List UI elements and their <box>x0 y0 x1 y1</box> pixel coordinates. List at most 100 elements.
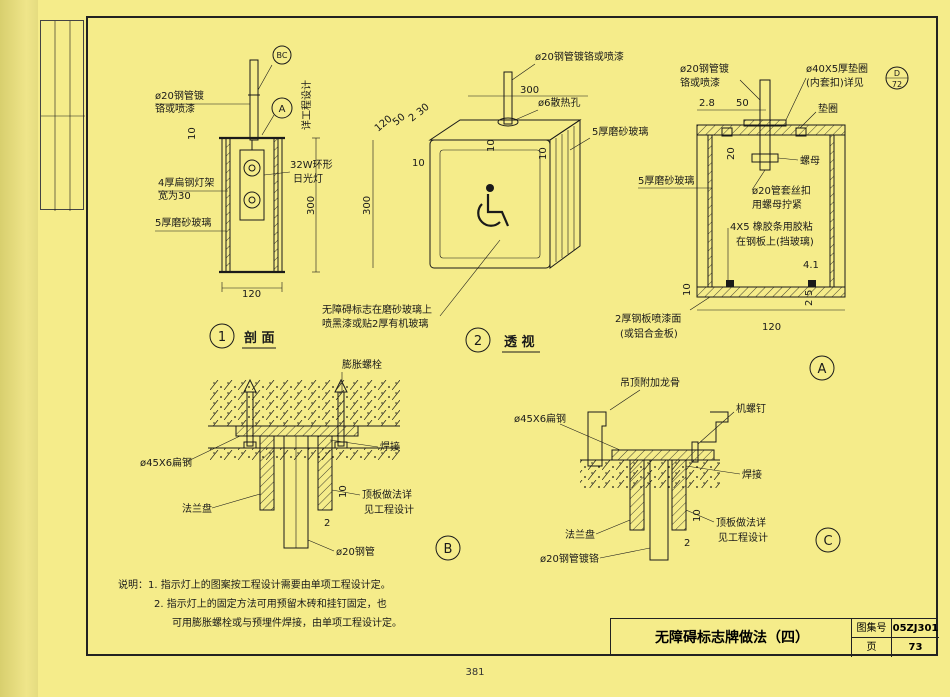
b-label-ceiling-2: 见工程设计 <box>364 503 414 516</box>
dim-300-top: 300 <box>520 85 539 96</box>
b-dim-2: 2 <box>324 518 330 529</box>
drawing-frame <box>86 16 938 656</box>
b-label-bolt: 膨胀螺栓 <box>342 358 382 371</box>
label-glass-2: 5厚磨砂玻璃 <box>592 125 648 138</box>
a-label-pipe-2: 铬或喷漆 <box>680 76 720 89</box>
dim-120: 120 <box>242 289 261 300</box>
c-dim-10: 10 <box>692 509 703 522</box>
a-label-washer: ø40X5厚垫圈 <box>806 62 868 75</box>
detail-2-perspective: 300 300 120 50 2 30 10 10 10 ø20钢管镀铬或喷漆 … <box>322 50 648 353</box>
a-label-thread-2: 用螺母拧紧 <box>752 198 802 211</box>
a-ref-top: D <box>894 69 900 78</box>
detail-c-mark-circle <box>815 527 841 553</box>
drawing-title: 无障碍标志牌做法（四） <box>655 630 809 646</box>
signature-column <box>40 20 85 211</box>
a-label-plate: 2厚钢板喷漆面 <box>615 312 681 325</box>
dim-300: 300 <box>306 196 317 215</box>
dim-10-right: 10 <box>538 147 549 160</box>
label-pipe: ø20钢管镀 <box>155 89 204 102</box>
b-label-weld: 焊接 <box>380 440 400 453</box>
page-label: 页 <box>851 638 891 657</box>
a-label-washer-2: (内套扣)详见 <box>806 76 864 89</box>
page-value: 73 <box>891 638 939 657</box>
a-dim-20: 20 <box>726 147 737 160</box>
lamp-box-outline <box>221 137 283 273</box>
c-label-keel: 吊顶附加龙骨 <box>620 376 680 389</box>
a-dim-2: 2 <box>804 300 815 306</box>
detail-a: ø20钢管镀 铬或喷漆 ø40X5厚垫圈 (内套扣)详见 D 72 垫圈 螺母 … <box>615 62 909 381</box>
detail-b-mark: B <box>444 542 453 557</box>
note-1: 1. 指示灯上的图案按工程设计需要由单项工程设计定。 <box>148 580 391 591</box>
detail-1-title: 剖 面 <box>244 330 275 346</box>
a-dim-50: 50 <box>736 98 749 109</box>
c-label-flat: ø45X6扁钢 <box>514 412 566 425</box>
label-sign: 无障碍标志在磨砂玻璃上 <box>322 303 432 316</box>
detail-1-section: BC A ø20钢管镀 铬或喷漆 4厚扁钢灯架 宽为30 <box>155 45 333 349</box>
b-label-flat: ø45X6扁钢 <box>140 456 192 469</box>
a-dim-120: 120 <box>762 322 781 333</box>
dim-10-top: 10 <box>486 139 497 152</box>
a-label-rubber-2: 在钢板上(挡玻璃) <box>736 235 814 248</box>
label-pipe-chrome: ø20钢管镀铬或喷漆 <box>535 50 624 63</box>
a-label-glass: 5厚磨砂玻璃 <box>638 174 694 187</box>
a-label-rubber: 4X5 橡胶条用胶粘 <box>730 220 813 233</box>
dim-30-perspective: 30 <box>415 102 432 119</box>
sign-front-face <box>429 139 551 269</box>
detail-c-mark: C <box>823 534 832 549</box>
a-label-pipe: ø20钢管镀 <box>680 62 729 75</box>
dim-120-perspective: 120 <box>373 114 395 135</box>
b-dim-10: 10 <box>338 485 349 498</box>
notes-heading: 说明： <box>118 580 148 591</box>
a-label-plate-2: (或铝合金板) <box>620 327 678 340</box>
dim-300-side: 300 <box>362 196 373 215</box>
note-2-cont: 可用膨胀螺栓或与预埋件焊接，由单项工程设计定。 <box>172 618 402 629</box>
dim-10: 10 <box>187 127 198 140</box>
detail-2-number-circle <box>465 327 491 353</box>
detail-b-mark-circle <box>435 535 461 561</box>
detail-2-number: 2 <box>474 334 482 349</box>
a-dim-2-8: 2.8 <box>699 98 715 109</box>
a-dim-4-1: 4.1 <box>803 260 819 271</box>
ref-a-text: A <box>279 104 286 115</box>
book-page-number: 381 <box>465 667 485 678</box>
detail-a-mark-circle <box>809 355 835 381</box>
ref-a-circle <box>271 97 293 119</box>
label-sign-2: 喷黑漆或贴2厚有机玻璃 <box>322 317 428 330</box>
label-lamp-2: 日光灯 <box>293 172 323 185</box>
label-pipe-2: 铬或喷漆 <box>155 102 195 115</box>
a-dim-10: 10 <box>682 283 693 296</box>
label-frame-2: 宽为30 <box>158 189 191 202</box>
detail-2-title: 透 视 <box>504 334 535 350</box>
detail-b: 膨胀螺栓 ø45X6扁钢 焊接 法兰盘 顶板做法详 见工程设计 ø20钢管 10… <box>140 358 461 561</box>
label-holes: ø6散热孔 <box>538 96 580 109</box>
dim-2-perspective: 2 <box>407 112 419 125</box>
dim-50-perspective: 50 <box>391 112 408 129</box>
wheelchair-icon <box>477 184 510 227</box>
c-label-ceiling-2: 见工程设计 <box>718 531 768 544</box>
note-2: 2. 指示灯上的固定方法可用预留木砖和挂钉固定，也 <box>154 599 387 610</box>
detail-a-box <box>696 124 846 298</box>
a-label-pad: 垫圈 <box>818 102 838 115</box>
a-dim-5: 5 <box>804 290 815 296</box>
notes-block: 说明：1. 指示灯上的图案按工程设计需要由单项工程设计定。 2. 指示灯上的固定… <box>118 576 402 633</box>
c-label-weld: 焊接 <box>742 468 762 481</box>
a-ref-bottom: 72 <box>892 80 902 89</box>
label-eng-design: 详工程设计 <box>300 80 313 130</box>
ref-bc-circle <box>272 45 292 65</box>
label-frame: 4厚扁钢灯架 <box>158 176 214 189</box>
b-label-pipe: ø20钢管 <box>336 545 375 558</box>
detail-1-number: 1 <box>218 330 226 345</box>
c-label-flange: 法兰盘 <box>565 528 595 541</box>
c-label-screw: 机螺钉 <box>736 402 766 415</box>
atlas-value: 05ZJ301 <box>891 619 939 638</box>
atlas-label: 图集号 <box>851 619 891 638</box>
c-dim-2: 2 <box>684 538 690 549</box>
c-label-ceiling: 顶板做法详 <box>716 516 766 529</box>
label-lamp: 32W环形 <box>290 159 333 171</box>
detail-c: 吊顶附加龙骨 ø45X6扁钢 机螺钉 焊接 法兰盘 顶板做法详 见工程设计 ø2… <box>514 376 841 565</box>
b-label-ceiling: 顶板做法详 <box>362 488 412 501</box>
ref-bc-text: BC <box>277 51 288 60</box>
c-label-pipe: ø20钢管镀铬 <box>540 552 599 565</box>
